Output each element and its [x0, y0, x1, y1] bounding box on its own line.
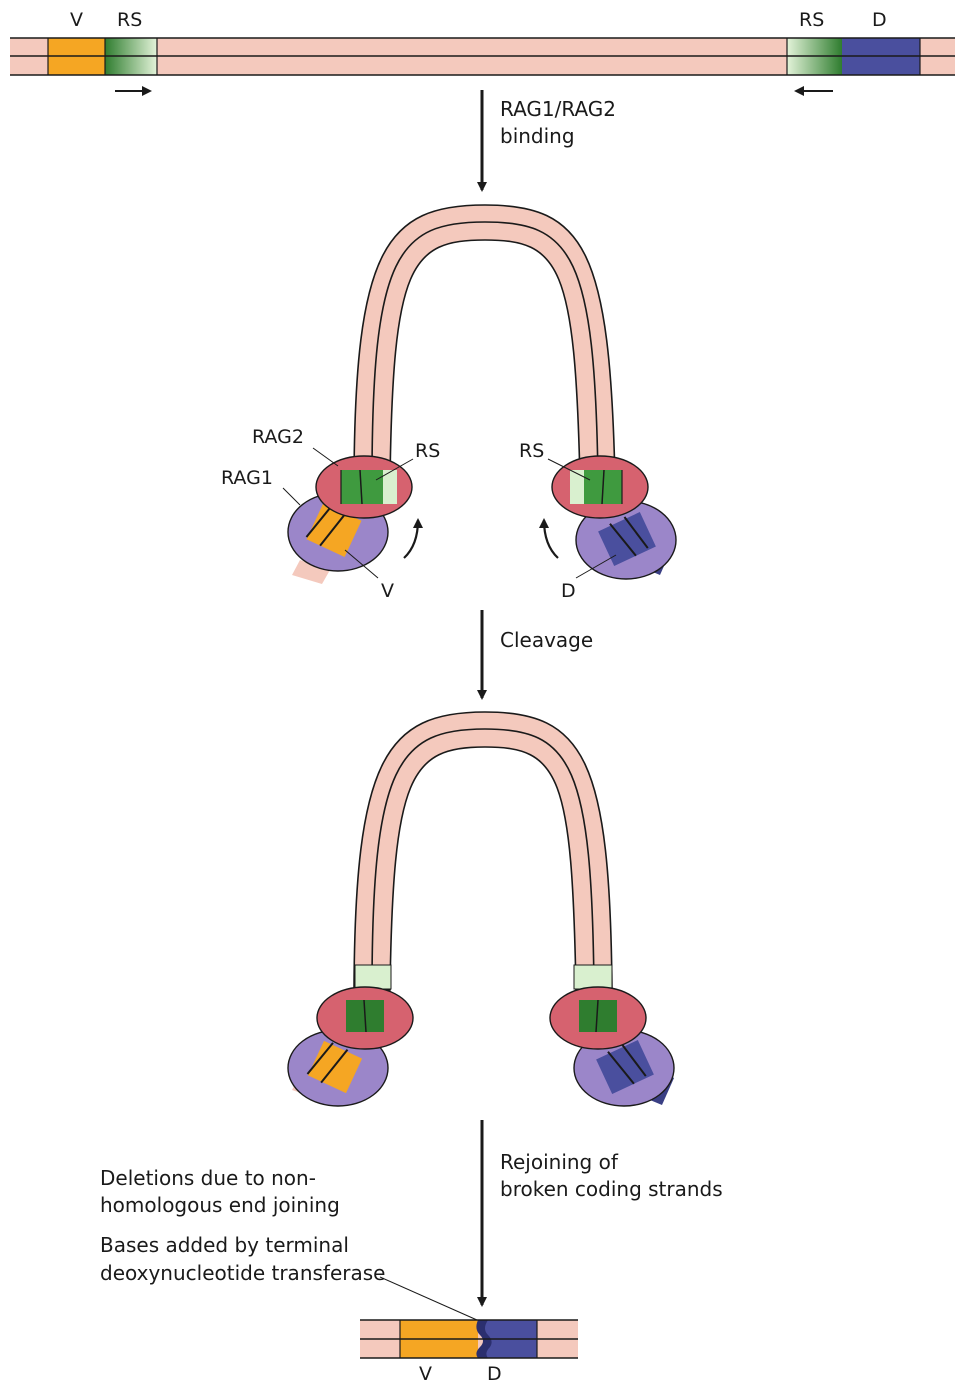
rejoined-vd-product: V D	[360, 1320, 578, 1382]
note-leader-line	[380, 1277, 477, 1320]
label-rag1: RAG1	[221, 467, 273, 489]
label-rs-loop-right: RS	[519, 440, 544, 462]
note-bases-line1: Bases added by terminal	[100, 1233, 349, 1257]
step-cleavage: Cleavage	[500, 628, 593, 652]
dna-loop-cleaved	[354, 712, 612, 990]
left-rag-complex	[288, 456, 412, 584]
right-rag-complex	[552, 456, 676, 579]
step-binding-line1: RAG1/RAG2	[500, 97, 616, 121]
left-rag-complex-cleaved	[288, 987, 413, 1106]
label-rag2: RAG2	[252, 426, 304, 448]
rs-cleaved-band-right	[574, 965, 612, 989]
label-d-product: D	[487, 1363, 502, 1382]
step-rejoin-line1: Rejoining of	[500, 1150, 619, 1174]
rs-cleaved-band-left	[355, 965, 391, 989]
right-rag-complex-cleaved	[550, 987, 674, 1106]
note-deletions-line1: Deletions due to non-	[100, 1166, 316, 1190]
label-v-loop: V	[381, 580, 394, 602]
label-rs-top-right: RS	[799, 9, 824, 31]
step-binding-line2: binding	[500, 124, 575, 148]
step-rejoin-line2: broken coding strands	[500, 1177, 723, 1201]
label-rs-loop-left: RS	[415, 440, 440, 462]
note-deletions-line2: homologous end joining	[100, 1193, 340, 1217]
label-d-loop: D	[561, 580, 576, 602]
label-v-product: V	[419, 1363, 432, 1382]
rotation-arrow-left	[404, 520, 418, 558]
note-bases-line2: deoxynucleotide transferase	[100, 1261, 385, 1285]
label-rs-top-left: RS	[117, 9, 142, 31]
dna-loop	[354, 205, 615, 480]
rotation-arrow-right	[544, 520, 558, 558]
label-v-top: V	[70, 9, 83, 31]
rag-bound-loop: RAG2 RAG1 RS RS V D	[221, 205, 676, 602]
label-d-top: D	[872, 9, 887, 31]
germline-dna: V RS RS D	[10, 9, 955, 91]
cleaved-loop	[288, 712, 674, 1106]
